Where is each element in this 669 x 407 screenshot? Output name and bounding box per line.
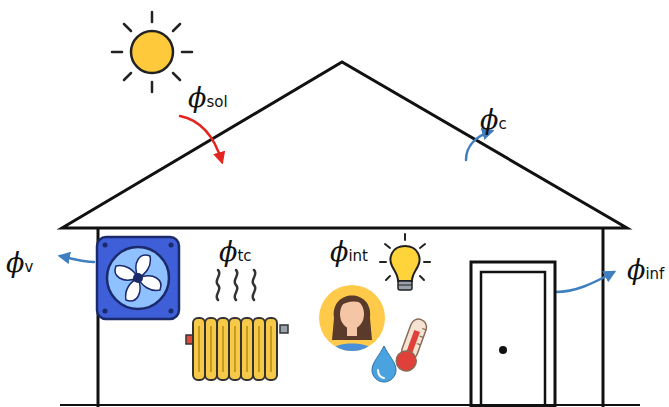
occupant-icon xyxy=(319,285,385,360)
sun-icon xyxy=(112,12,192,92)
thermometer-icon xyxy=(393,316,430,374)
flux-label: ϕsol xyxy=(188,84,228,111)
radiator-icon xyxy=(186,270,288,380)
light-bulb-icon xyxy=(380,234,430,290)
fan-icon xyxy=(97,237,179,319)
flux-label: ϕc xyxy=(480,106,507,133)
flux-label: ϕtc xyxy=(219,238,252,265)
flux-arrows xyxy=(60,116,614,292)
flux-label: ϕint xyxy=(330,238,368,265)
door-icon xyxy=(471,262,555,407)
flux-label: ϕv xyxy=(6,249,33,276)
humidity-drop-icon xyxy=(372,346,396,382)
flux-label: ϕinf xyxy=(627,256,664,283)
house-outline xyxy=(60,62,640,407)
